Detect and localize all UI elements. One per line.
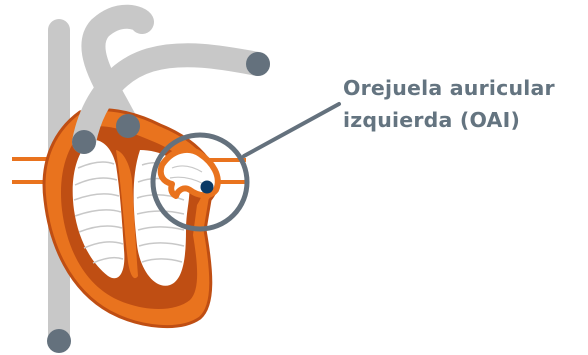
vena-cava-bottom-cap	[47, 329, 71, 353]
heart	[42, 108, 221, 329]
septum	[116, 150, 138, 279]
callout-connector	[242, 102, 341, 158]
pulmonary-artery-cap	[116, 114, 140, 138]
vessel-caps	[47, 52, 270, 353]
right-chamber	[72, 139, 125, 279]
laa-location-dot-icon	[200, 180, 214, 194]
aorta	[72, 43, 270, 154]
muscle-lines-right	[73, 161, 124, 264]
laa-callout	[150, 102, 341, 232]
callout-label-line2: izquierda (OAI)	[343, 108, 521, 132]
highlight-circle	[150, 132, 250, 232]
callout-label: Orejuela auricular izquierda (OAI)	[343, 72, 555, 136]
vena-cava-cap-left	[72, 130, 96, 154]
callout-label-line1: Orejuela auricular	[343, 76, 555, 100]
aorta-cap	[246, 52, 270, 76]
appendage-lines	[169, 165, 205, 185]
